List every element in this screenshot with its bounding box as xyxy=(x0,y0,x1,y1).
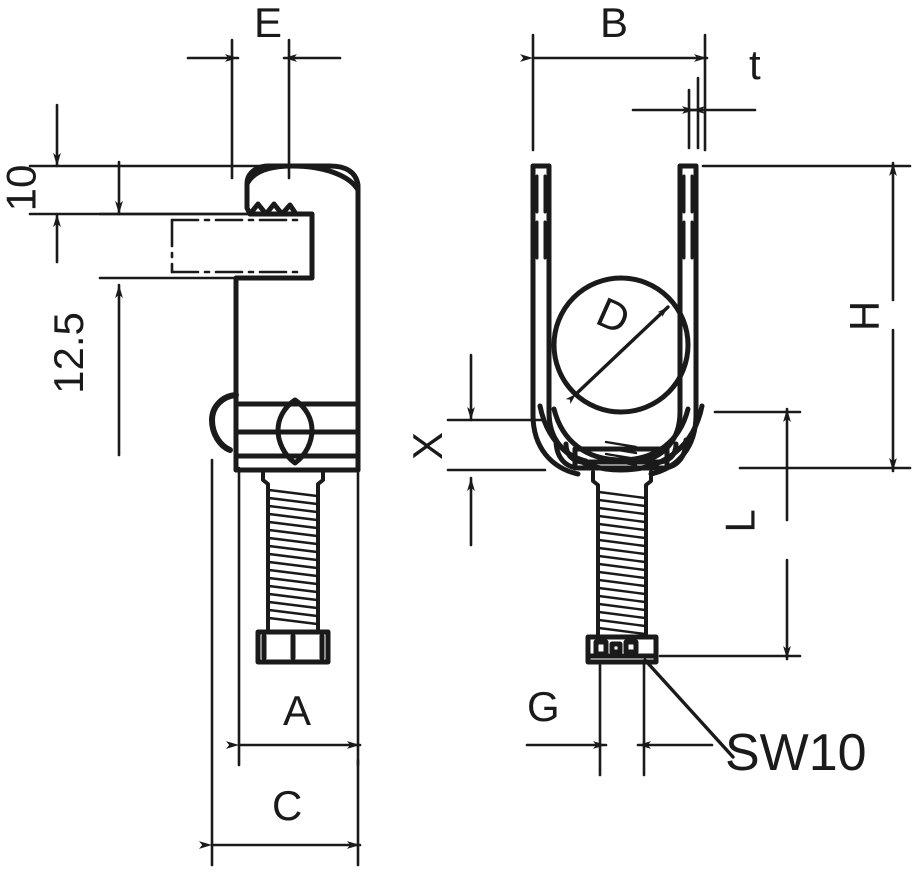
dim-12-5 xyxy=(98,160,302,457)
front-view-saddle-thread xyxy=(604,440,638,467)
front-view-diameter-arrow xyxy=(565,305,670,405)
dim-g xyxy=(525,662,714,777)
label-b: B xyxy=(600,0,629,46)
label-sw10: SW10 xyxy=(725,724,867,782)
label-e: E xyxy=(254,0,283,46)
dim-e xyxy=(186,38,342,180)
side-view-teeth xyxy=(247,201,299,217)
front-view-bolt-thread xyxy=(597,490,647,636)
label-x: X xyxy=(404,431,452,461)
side-view-slot-hidden xyxy=(170,218,302,274)
leader-sw10 xyxy=(643,658,735,759)
front-view-saddle xyxy=(537,403,705,473)
side-view-diamond-detail xyxy=(275,397,315,466)
front-view-leg-slots xyxy=(535,174,694,260)
dim-l xyxy=(658,407,802,661)
dim-x xyxy=(446,353,547,547)
side-view-bolt-thread xyxy=(267,488,319,626)
label-h: H xyxy=(841,300,889,332)
label-t: t xyxy=(749,41,761,88)
side-view-left-tab xyxy=(209,392,239,453)
dim-c xyxy=(199,458,362,867)
label-c: C xyxy=(272,782,303,829)
front-view-nut xyxy=(585,634,659,665)
side-view-body xyxy=(233,163,361,473)
label-a: A xyxy=(283,687,312,734)
dim-h xyxy=(701,161,912,473)
side-view-nut xyxy=(255,629,331,665)
dim-a xyxy=(226,466,362,767)
front-view-right-leg xyxy=(640,163,699,477)
dim-t xyxy=(631,76,757,150)
label-l: L xyxy=(716,509,764,533)
label-12-5: 12.5 xyxy=(44,312,92,394)
dim-b xyxy=(520,33,709,152)
dim-10 xyxy=(28,103,302,264)
label-g: G xyxy=(527,683,560,730)
front-view-pipe-circle xyxy=(551,275,691,415)
label-10: 10 xyxy=(0,164,45,212)
